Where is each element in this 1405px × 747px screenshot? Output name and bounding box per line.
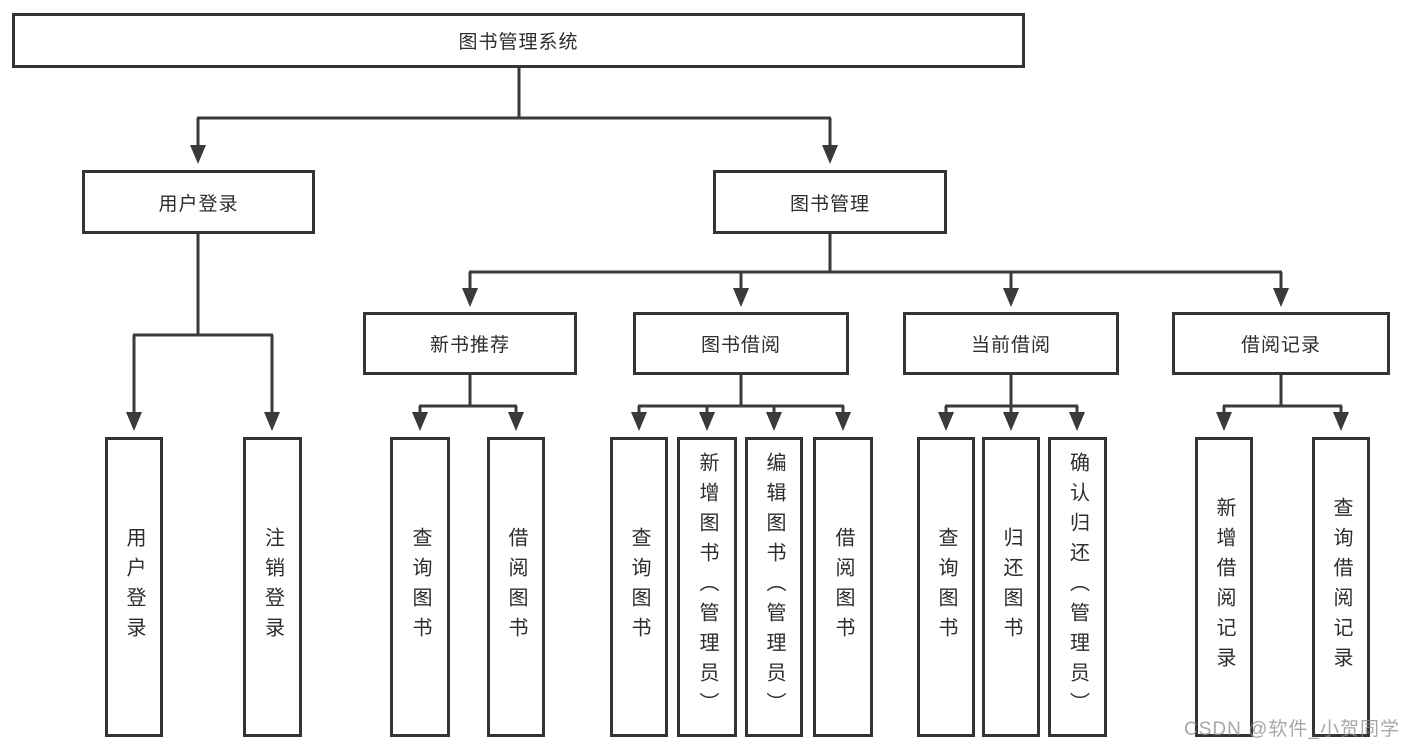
arrowhead-icon [190,145,206,164]
connector-borrowing-to-leaves [637,373,845,415]
node-leaf-add-borrow-record: 新增借阅记录 [1195,437,1253,737]
arrowhead-icon [412,412,428,431]
csdn-watermark: CSDN @软件_小贺同学 [1184,719,1400,740]
node-book-borrowing: 图书借阅 [633,312,849,375]
node-leaf-edit-books-admin: 编辑图书（管理员） [745,437,803,737]
arrowhead-icon [1273,288,1289,307]
connector-book-mgmt-to-level2 [468,232,1283,291]
node-leaf-add-books-admin: 新增图书（管理员） [677,437,737,737]
node-leaf-return-books: 归还图书 [982,437,1040,737]
node-user-login: 用户登录 [82,170,315,234]
node-leaf-borrow-books: 借阅图书 [813,437,873,737]
node-borrowing-records: 借阅记录 [1172,312,1390,375]
connector-user-login-to-leaves [132,232,274,415]
node-leaf-query-books-current: 查询图书 [917,437,975,737]
connector-records-to-leaves [1222,373,1343,415]
arrowhead-icon [508,412,524,431]
arrowhead-icon [938,412,954,431]
node-current-borrowing: 当前借阅 [903,312,1119,375]
arrowhead-icon [264,412,280,431]
arrowhead-icon [126,412,142,431]
arrowhead-icon [822,145,838,164]
connector-root-to-level1 [196,66,832,148]
node-book-management: 图书管理 [713,170,947,234]
node-leaf-query-books-recommend: 查询图书 [390,437,450,737]
node-leaf-query-books-borrowing: 查询图书 [610,437,668,737]
node-library-management-system: 图书管理系统 [12,13,1025,68]
arrowhead-icon [1333,412,1349,431]
node-leaf-query-borrow-record: 查询借阅记录 [1312,437,1370,737]
connector-new-book-to-leaves [418,373,518,415]
arrowhead-icon [1003,288,1019,307]
arrowhead-icon [1069,412,1085,431]
node-new-book-recommend: 新书推荐 [363,312,577,375]
arrowhead-icon [766,412,782,431]
arrowhead-icon [631,412,647,431]
arrowhead-icon [462,288,478,307]
arrowhead-icon [733,288,749,307]
node-leaf-logout: 注销登录 [243,437,302,737]
connector-current-to-leaves [944,373,1079,415]
node-leaf-confirm-return-admin: 确认归还（管理员） [1048,437,1107,737]
arrowhead-icons [126,145,1349,431]
arrowhead-icon [1003,412,1019,431]
node-leaf-user-login: 用户登录 [105,437,163,737]
node-leaf-borrow-books-recommend: 借阅图书 [487,437,545,737]
arrowhead-icon [1216,412,1232,431]
arrowhead-icon [835,412,851,431]
arrowhead-icon [699,412,715,431]
